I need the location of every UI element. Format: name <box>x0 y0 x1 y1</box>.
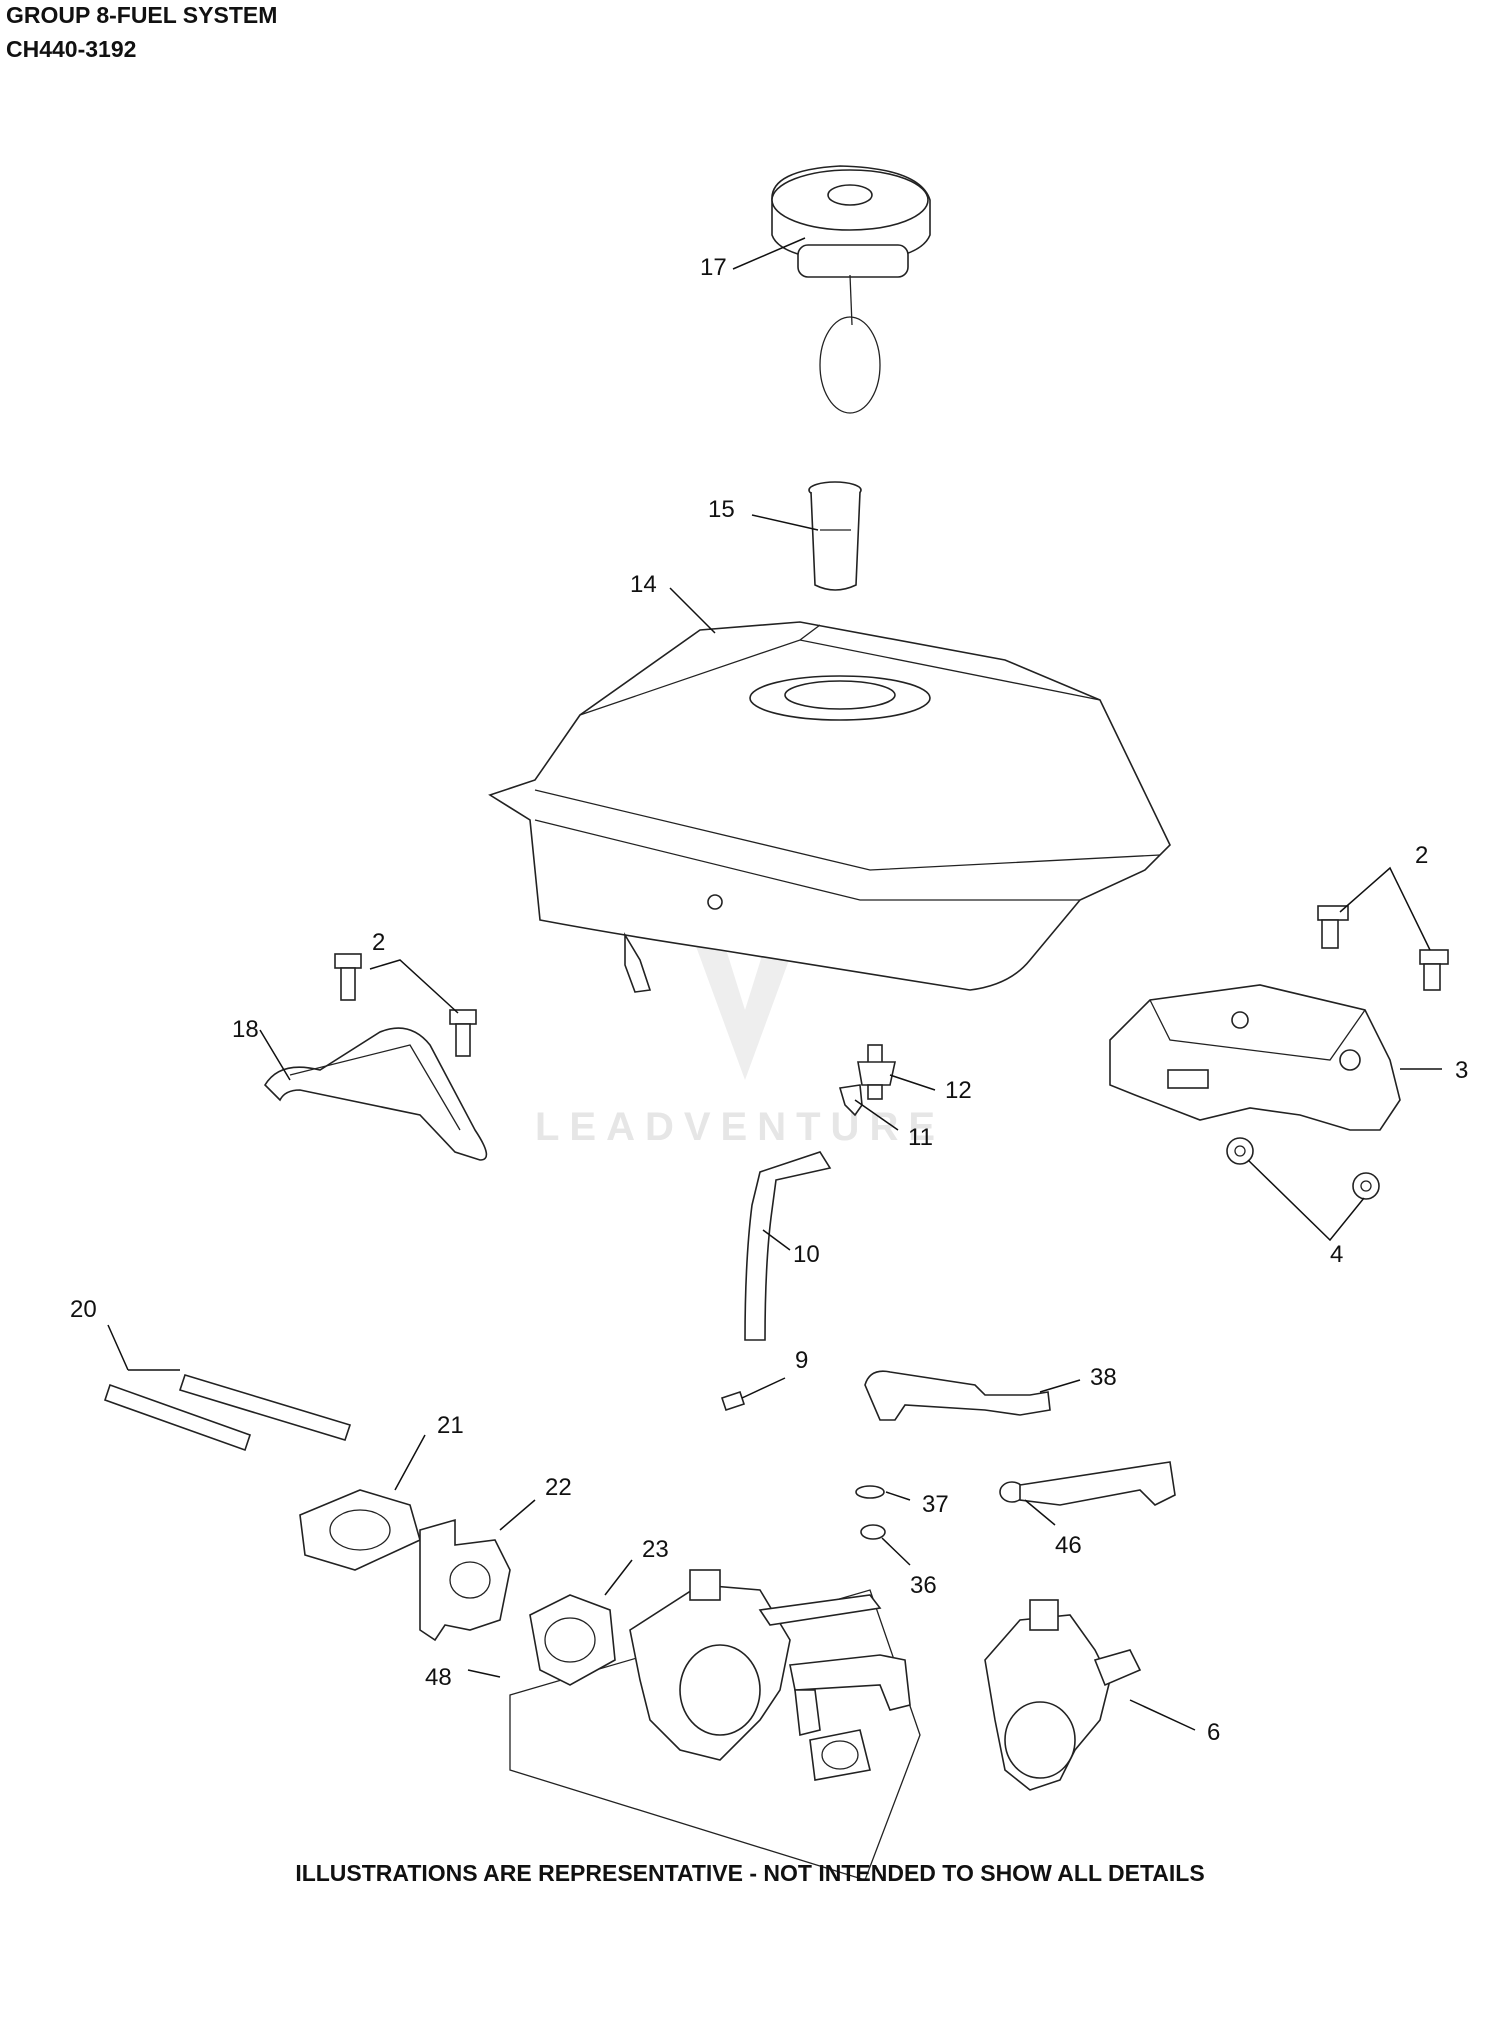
callout-2-left: 2 <box>372 929 385 956</box>
disclaimer-footer: ILLUSTRATIONS ARE REPRESENTATIVE - NOT I… <box>295 1860 1205 1886</box>
callout-20: 20 <box>70 1296 97 1323</box>
engine-model: CH440-3192 <box>6 36 137 62</box>
part-46-lever[interactable] <box>999 1461 1176 1506</box>
callout-22: 22 <box>545 1474 572 1501</box>
part-36-seal[interactable] <box>860 1524 886 1540</box>
callout-14: 14 <box>630 571 657 598</box>
part-17-fuel-cap[interactable] <box>771 165 931 414</box>
part-3-mount-bracket[interactable] <box>1109 984 1401 1131</box>
callout-12: 12 <box>945 1077 972 1104</box>
callout-labels: 17 15 14 2 2 18 12 11 3 4 10 20 9 38 21 … <box>70 254 1468 1746</box>
callout-15: 15 <box>708 496 735 523</box>
callout-37: 37 <box>922 1491 949 1518</box>
callout-11: 11 <box>908 1124 933 1151</box>
part-4-nuts[interactable] <box>1226 1137 1380 1200</box>
callout-6: 6 <box>1207 1719 1220 1746</box>
part-15-filter-screen[interactable] <box>808 481 862 591</box>
part-20-studs[interactable] <box>103 1374 352 1452</box>
part-21-gasket[interactable] <box>299 1489 421 1571</box>
part-18-bracket[interactable] <box>263 1027 488 1161</box>
callout-38: 38 <box>1090 1364 1117 1391</box>
part-6-carburetor[interactable] <box>984 1599 1142 1791</box>
callout-17: 17 <box>700 254 727 281</box>
part-48-carburetor-kit[interactable] <box>509 1569 921 1881</box>
part-37-washer[interactable] <box>855 1485 885 1499</box>
callout-3: 3 <box>1455 1057 1468 1084</box>
part-38-lever[interactable] <box>864 1370 1051 1421</box>
part-23-gasket <box>529 1594 616 1686</box>
callout-2-right: 2 <box>1415 842 1428 869</box>
part-12-fuel-valve[interactable] <box>857 1044 896 1100</box>
watermark-text: LEADVENTURE <box>535 1105 945 1149</box>
leader-lines <box>107 237 1442 1731</box>
callout-48: 48 <box>425 1664 452 1691</box>
watermark: LEADVENTURE <box>535 930 945 1149</box>
callout-21: 21 <box>437 1412 464 1439</box>
part-14-fuel-tank[interactable] <box>488 621 1171 993</box>
part-9-clip[interactable] <box>720 1390 746 1412</box>
part-2-bolts-right[interactable] <box>1317 905 1449 991</box>
callout-46: 46 <box>1055 1532 1082 1559</box>
callout-23: 23 <box>642 1536 669 1563</box>
part-2-bolts-left[interactable] <box>334 953 477 1057</box>
part-22-insulator[interactable] <box>419 1518 511 1642</box>
part-11-clamp[interactable] <box>838 1084 863 1117</box>
callout-9: 9 <box>795 1347 808 1374</box>
callout-36: 36 <box>910 1572 937 1599</box>
callout-18: 18 <box>232 1016 259 1043</box>
callout-10: 10 <box>793 1241 820 1268</box>
part-10-fuel-line[interactable] <box>744 1151 832 1341</box>
callout-4: 4 <box>1330 1241 1343 1268</box>
diagram-title: GROUP 8-FUEL SYSTEM <box>6 2 278 28</box>
